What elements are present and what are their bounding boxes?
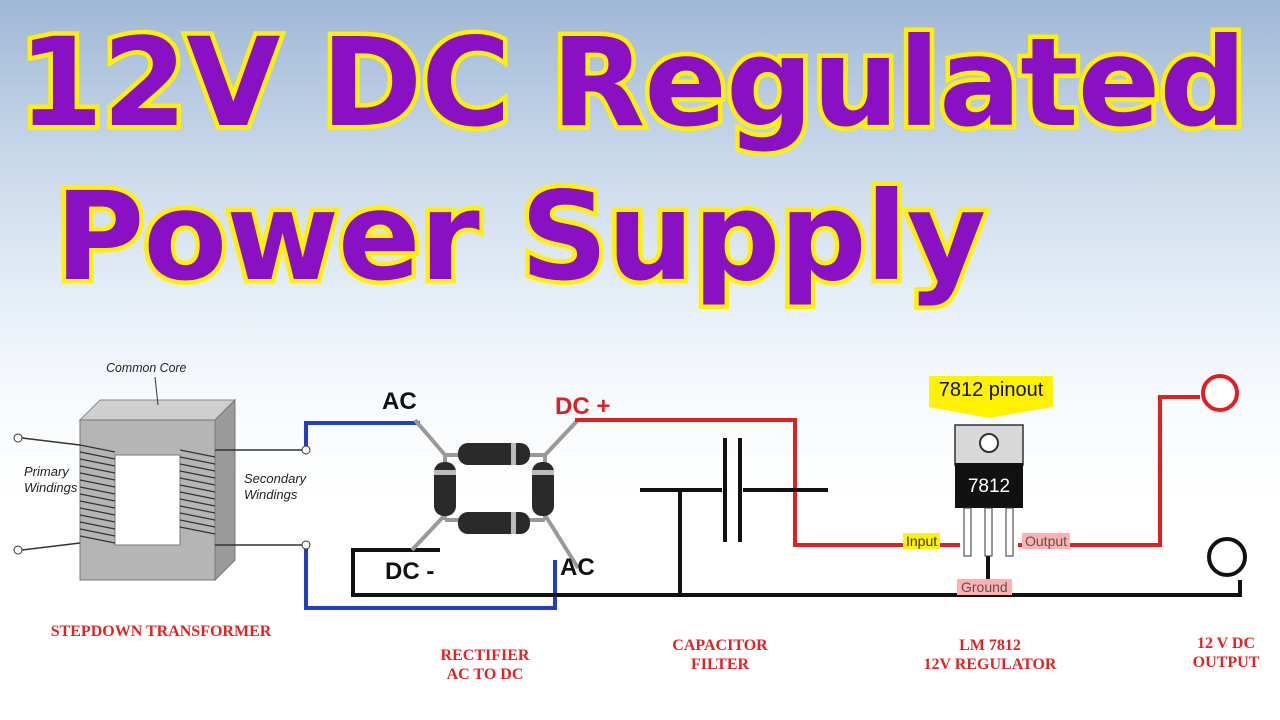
transformer (13, 376, 311, 582)
common-core-label: Common Core (106, 360, 187, 375)
title-line-1: 12V DC Regulated (14, 12, 1251, 154)
caption-rectifier: RECTIFIER AC TO DC (440, 647, 530, 683)
chip-label: 7812 (967, 476, 1011, 497)
primary-windings-label: Primary Windings (24, 464, 78, 495)
caption-regulator: LM 7812 12V REGULATOR (923, 637, 1057, 673)
secondary-windings-label: Secondary Windings (244, 471, 307, 502)
bridge-rectifier (410, 418, 580, 570)
positive-wire (575, 395, 1200, 547)
regulator-7812 (929, 403, 1053, 557)
title-line-2: Power Supply (50, 166, 990, 308)
ac-top-label: AC (382, 388, 417, 415)
capacitor (640, 438, 828, 542)
caption-transformer: STEPDOWN TRANSFORMER (50, 623, 272, 640)
dc-plus-label: DC + (555, 393, 611, 420)
ac-bottom-label: AC (560, 554, 595, 581)
ground-pin-label: Ground (957, 579, 1012, 595)
input-pin-label: Input (903, 533, 941, 549)
output-pin-label: Output (1022, 533, 1071, 549)
caption-output: 12 V DC OUTPUT (1192, 635, 1260, 671)
ac-wires (304, 421, 557, 610)
caption-capacitor: CAPACITOR FILTER (672, 637, 768, 673)
output-terminals (1201, 374, 1247, 577)
dc-minus-label: DC - (385, 558, 435, 585)
pinout-label: 7812 pinout (929, 376, 1053, 404)
